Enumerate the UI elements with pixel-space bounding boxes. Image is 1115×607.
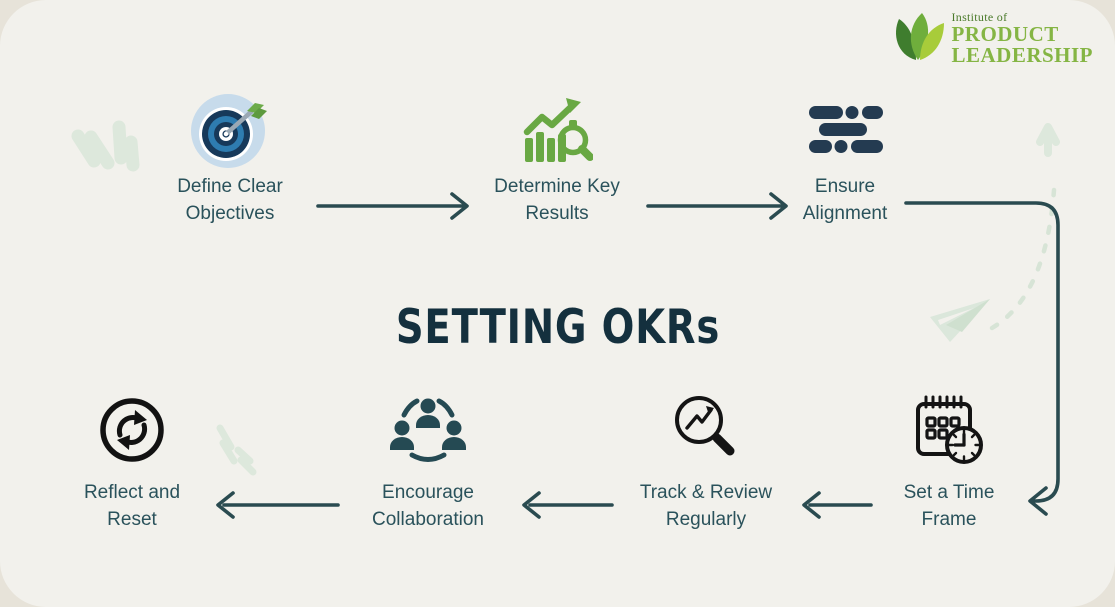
alignment-lines-icon: [809, 106, 883, 153]
page-title: SETTING OKRs: [395, 300, 720, 355]
zigzag-doodle-icon: [71, 129, 115, 170]
step-encourage-collaboration: Encourage Collaboration: [338, 388, 518, 534]
lightning-doodle-icon: [216, 424, 238, 465]
bar-chart-magnifier-icon: [523, 98, 593, 162]
step-determine-key-results: Determine Key Results: [467, 86, 647, 228]
step-set-a-time-frame: Set a Time Frame: [859, 388, 1039, 534]
zigzag-doodle-icon: [112, 120, 140, 172]
step-ensure-alignment: Ensure Alignment: [755, 86, 935, 228]
paper-plane-icon: [930, 299, 990, 342]
arrow-step5-to-step6: [522, 491, 614, 519]
step-define-clear-objectives: Define Clear Objectives: [140, 86, 320, 228]
calendar-clock-icon: [916, 395, 983, 464]
logo-text-institute: Institute of: [951, 9, 1008, 24]
step-label: Determine Key Results: [494, 176, 620, 224]
people-collaboration-icon: [390, 398, 466, 462]
logo-text-product: PRODUCT: [951, 21, 1059, 46]
step-label: Set a Time Frame: [903, 482, 995, 530]
arrow-step1-to-step2: [316, 192, 469, 220]
logo-text-leadership: LEADERSHIP: [951, 42, 1093, 67]
dashed-trail-icon: [989, 187, 1057, 331]
up-arrow-doodle-icon: [1036, 123, 1060, 157]
step-label: Ensure Alignment: [802, 176, 888, 224]
target-icon: [191, 94, 267, 168]
refresh-circle-icon: [100, 398, 164, 462]
step-label: Define Clear Objectives: [177, 176, 283, 224]
step-reflect-and-reset: Reflect and Reset: [42, 388, 222, 534]
leaf-logo-icon: [896, 13, 945, 60]
magnifier-trend-icon: [675, 396, 735, 456]
lightning-doodle-icon: [234, 446, 257, 476]
brand-logo: Institute of PRODUCT LEADERSHIP: [891, 10, 1093, 66]
arrow-step6-to-step7: [216, 491, 340, 519]
step-label: Reflect and Reset: [83, 482, 181, 530]
step-label: Encourage Collaboration: [372, 482, 484, 530]
step-label: Track & Review Regularly: [639, 482, 773, 530]
step-track-review-regularly: Track & Review Regularly: [616, 388, 796, 534]
